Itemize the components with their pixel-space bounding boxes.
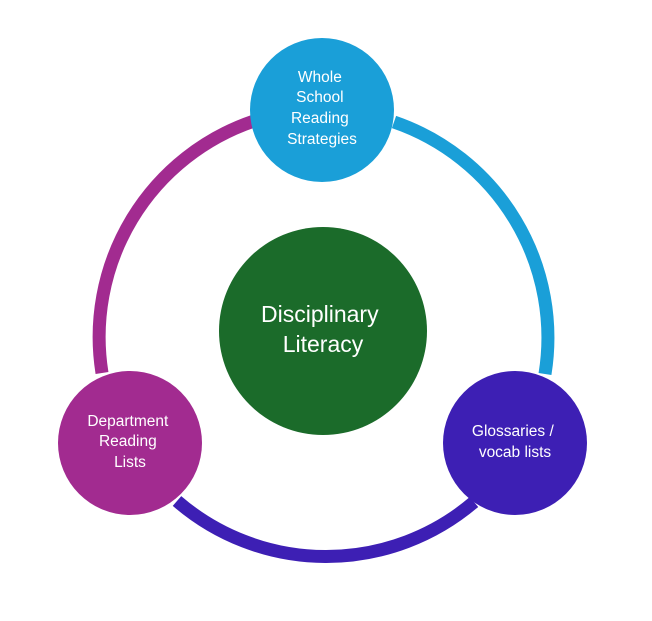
node-glossaries-label: Glossaries / vocab lists [472,423,558,461]
center-label-line-1: Disciplinary [261,301,379,327]
node-glossaries-line-2: vocab lists [479,444,552,461]
node-whole-school-label: Whole School Reading Strategies [287,69,357,148]
node-whole-school-line-4: Strategies [287,131,357,148]
node-whole-school-reading-strategies: Whole School Reading Strategies [250,38,394,182]
center-node-label: Disciplinary Literacy [261,301,385,357]
node-department-line-2: Reading [99,433,157,450]
ring-arc-department-to-whole-school [92,114,257,375]
center-label-line-2: Literacy [283,331,364,357]
node-whole-school-line-3: Reading [291,110,349,127]
node-glossaries-line-1: Glossaries / [472,423,555,440]
node-whole-school-line-2: School [296,89,343,106]
node-department-label: Department Reading Lists [87,413,172,471]
node-glossaries-vocab-lists: Glossaries / vocab lists [443,371,587,515]
ring-arc-whole-school-to-glossaries [391,115,555,376]
ring-arc-glossaries-to-department [172,496,479,563]
node-department-reading-lists: Department Reading Lists [58,371,202,515]
node-whole-school-line-1: Whole [298,69,342,86]
node-department-line-1: Department [87,413,169,430]
center-node: Disciplinary Literacy [219,227,427,435]
node-department-line-3: Lists [114,454,146,471]
